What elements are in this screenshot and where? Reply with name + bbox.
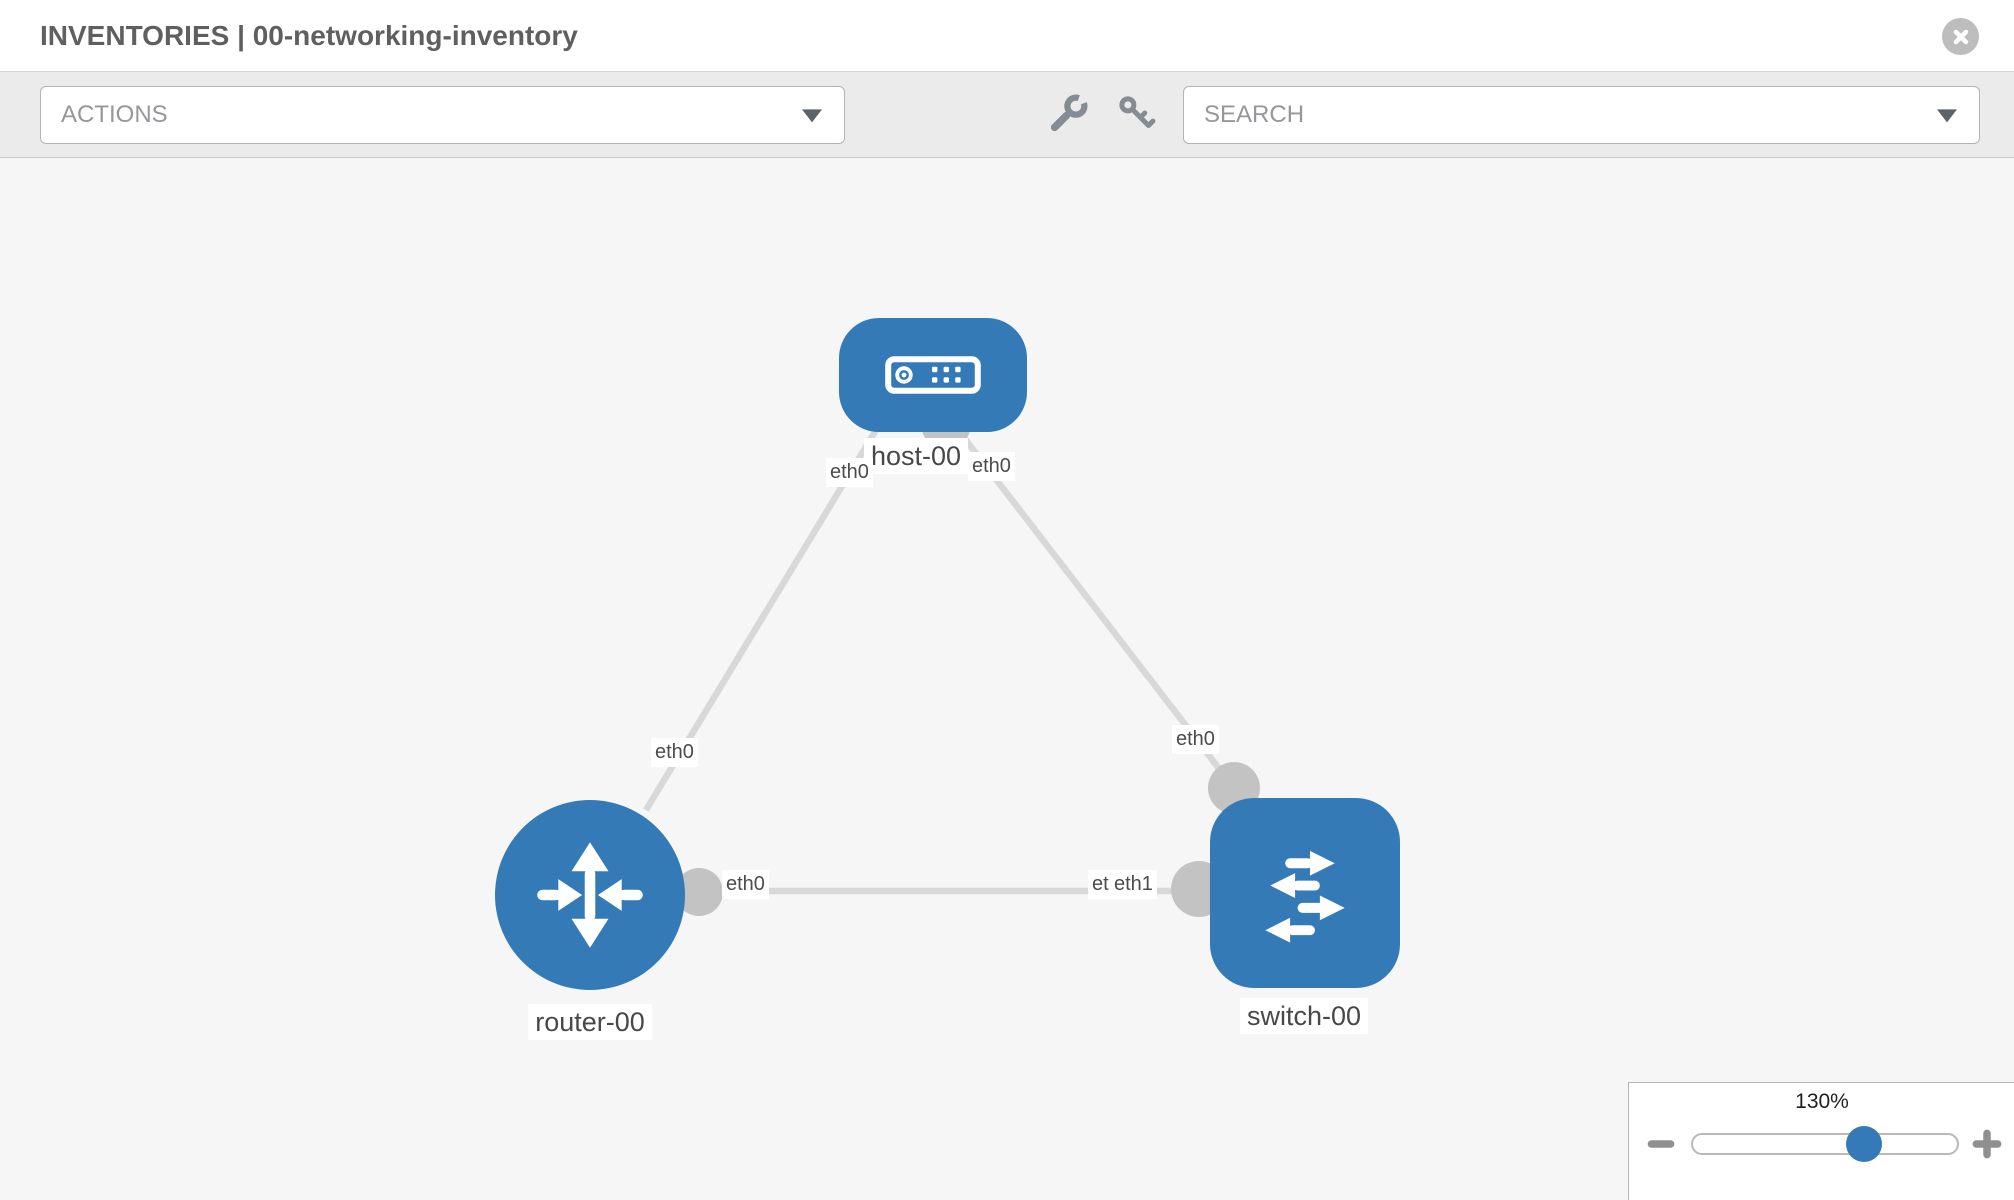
tools-button[interactable] (1047, 89, 1093, 136)
switch-icon (1265, 850, 1345, 943)
zoom-out-button[interactable] (1645, 1128, 1677, 1160)
node-host-00[interactable] (839, 318, 1027, 432)
interface-label-switch-eth0-to-host: eth0 (1172, 725, 1219, 754)
topology-canvas[interactable]: host-00 router-00 switch-00 eth0 eth0 et… (0, 158, 2014, 1200)
router-icon (537, 842, 643, 948)
host-server-icon (885, 356, 981, 394)
interface-label-host-eth0-to-router: eth0 (826, 458, 873, 487)
node-label-router-00: router-00 (528, 1004, 652, 1041)
interface-label-host-eth0-to-switch: eth0 (968, 452, 1015, 481)
zoom-slider-thumb[interactable] (1846, 1126, 1882, 1162)
zoom-in-button[interactable] (1971, 1128, 2003, 1160)
minus-icon (1647, 1140, 1675, 1148)
plus-icon (1972, 1129, 2002, 1159)
search-dropdown-label: SEARCH (1204, 101, 1305, 128)
interface-label-router-eth0-to-host: eth0 (651, 738, 698, 767)
node-switch-00[interactable] (1210, 798, 1400, 988)
close-icon (1953, 29, 1968, 44)
node-label-switch-00: switch-00 (1239, 998, 1369, 1035)
interface-label-router-eth0-to-switch: eth0 (722, 870, 769, 899)
close-button[interactable] (1942, 18, 1979, 55)
key-icon (1119, 95, 1156, 128)
zoom-panel: 130% (1628, 1082, 2014, 1200)
actions-dropdown[interactable]: ACTIONS (40, 86, 845, 144)
page-title: INVENTORIES | 00-networking-inventory (40, 19, 578, 51)
interface-label-switch-eth1: eth1 (1110, 870, 1157, 899)
wrench-icon (1050, 89, 1093, 131)
zoom-level: 130% (1795, 1090, 1849, 1113)
node-router-00[interactable] (495, 800, 685, 990)
topology-links (643, 428, 1237, 895)
header: INVENTORIES | 00-networking-inventory (0, 0, 2014, 72)
zoom-slider-track[interactable] (1691, 1126, 1959, 1162)
toolbar: ACTIONS SEARCH (0, 72, 2014, 158)
credentials-button[interactable] (1114, 92, 1158, 136)
chevron-down-icon (802, 109, 822, 123)
actions-dropdown-label: ACTIONS (61, 101, 168, 128)
chevron-down-icon (1937, 109, 1957, 123)
search-dropdown[interactable]: SEARCH (1183, 86, 1980, 144)
node-label-host-00: host-00 (863, 438, 969, 475)
